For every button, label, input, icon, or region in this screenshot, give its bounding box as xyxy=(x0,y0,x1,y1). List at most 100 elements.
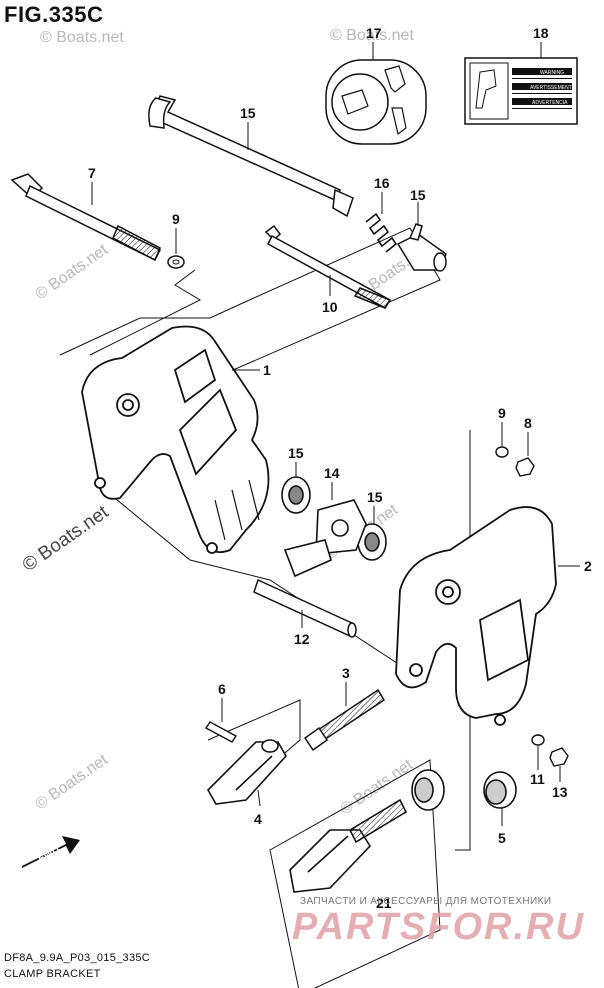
callout-15-right: 15 xyxy=(367,489,383,505)
pin-body xyxy=(204,721,238,743)
assembly-21-cap-inner xyxy=(414,777,434,803)
fwd-label: FWD xyxy=(36,844,61,864)
figure-title: FIG.335C xyxy=(4,2,104,27)
callout-3: 3 xyxy=(342,665,350,681)
assembly-21-thread xyxy=(348,798,408,844)
bracket-1-hole xyxy=(94,477,106,489)
spring-coil xyxy=(365,212,398,253)
label-20-band-2 xyxy=(512,83,572,90)
part-17-plunger xyxy=(396,223,447,272)
callout-12: 12 xyxy=(294,631,310,647)
label-20-rule xyxy=(512,108,572,109)
rod-thread xyxy=(353,287,392,309)
callout-16: 15 xyxy=(240,105,256,121)
callout-2: 2 xyxy=(584,558,592,574)
part-2-clamp-bracket-right xyxy=(395,506,557,726)
watermark-boats: © Boats.net xyxy=(40,29,124,46)
part-8-nut xyxy=(515,457,535,477)
plunger-pin xyxy=(408,223,423,241)
callout-18: 16 xyxy=(374,175,390,191)
part-9-washer-right xyxy=(495,446,509,458)
plate-hole xyxy=(331,519,349,537)
callout-15-left: 15 xyxy=(288,445,304,461)
bracket-2-rib xyxy=(479,598,529,682)
pad-4-head xyxy=(261,739,279,753)
bracket-1-bore-inner xyxy=(122,399,134,411)
label-20-line-1: WARNING xyxy=(540,70,564,76)
part-1-clamp-bracket-left xyxy=(81,325,270,554)
plate-lower xyxy=(283,539,332,578)
brand-logo: PARTSFOR.RU xyxy=(292,906,585,948)
screw-tip xyxy=(303,726,329,752)
part-13-nut xyxy=(549,747,569,767)
label-19-glyph xyxy=(341,89,369,115)
bracket-2-hole xyxy=(409,663,423,677)
washer-hole xyxy=(172,259,180,265)
callout-10: 10 xyxy=(322,299,338,315)
brand-subtitle: ЗАПЧАСТИ И АКСЕССУАРЫ ДЛЯ МОТОТЕХНИКИ xyxy=(300,896,552,907)
assembly-21-pad xyxy=(289,829,372,893)
rod-12-shaft xyxy=(253,578,355,638)
watermark-boats: © Boats.net xyxy=(33,751,112,813)
leader-4 xyxy=(257,789,261,807)
part-16-tilt-lever xyxy=(148,95,354,218)
label-20-icon xyxy=(475,69,497,109)
frame-bracket-21 xyxy=(269,759,441,988)
figure-name: CLAMP BRACKET xyxy=(4,968,101,980)
label-19-ring xyxy=(331,73,389,131)
bushing-inner xyxy=(288,485,304,505)
callout-1: 1 xyxy=(263,362,271,378)
bracket-1-hole xyxy=(206,542,218,554)
part-4-pad xyxy=(207,739,287,805)
part-20-warning-label: WARNING AVERTISSEMENT ADVERTENCIA xyxy=(464,57,578,125)
watermark-boats: © Boats.net xyxy=(330,27,414,44)
part-5-cap xyxy=(483,771,517,809)
callout-4: 4 xyxy=(254,811,262,827)
part-11-washer xyxy=(531,734,545,746)
bushing-inner xyxy=(364,532,380,552)
bracket-1-rib xyxy=(173,348,217,404)
assembly-21-slot xyxy=(307,835,349,873)
label-20-line-3: ADVERTENCIA xyxy=(532,100,568,106)
bracket-1-teeth xyxy=(214,479,260,541)
watermark-boats-large: © Boats.net xyxy=(19,501,113,576)
callout-14: 14 xyxy=(324,465,340,481)
part-3-screw xyxy=(303,688,386,752)
bracket-2-body xyxy=(395,506,557,719)
callout-8: 8 xyxy=(524,415,532,431)
bracket-2-bore-inner xyxy=(442,586,454,598)
fwd-arrow: FWD xyxy=(22,836,80,868)
part-7-long-bolt xyxy=(10,173,162,262)
label-20-rule xyxy=(512,78,572,79)
label-20-line-2: AVERTISSEMENT xyxy=(530,85,572,91)
frame-bolt-7 xyxy=(89,269,202,356)
label-20-band-3 xyxy=(512,98,572,105)
callout-17: 15 xyxy=(410,187,426,203)
part-21-assembly xyxy=(289,769,445,893)
screw-thread xyxy=(316,688,386,742)
callout-11: 11 xyxy=(530,771,545,787)
lever-tip xyxy=(332,188,354,218)
label-20-band-1 xyxy=(512,68,572,75)
callout-7: 7 xyxy=(88,165,96,181)
leader-lines xyxy=(91,42,580,826)
callout-13: 13 xyxy=(552,784,568,800)
callout-20: 18 xyxy=(533,25,549,41)
callout-19: 17 xyxy=(366,25,382,41)
part-18-spring xyxy=(365,212,398,253)
callout-6: 6 xyxy=(218,681,226,697)
part-14-plate xyxy=(283,499,367,578)
bracket-1-rib xyxy=(178,388,238,476)
fwd-arrow-shape xyxy=(22,836,80,868)
rod-12-end xyxy=(347,622,357,638)
pad-4-body xyxy=(207,741,287,805)
part-12-rod xyxy=(253,578,357,638)
bolt-thread xyxy=(112,224,161,262)
bracket-2-hole xyxy=(494,714,506,726)
plunger-end xyxy=(433,252,447,272)
part-6-pin xyxy=(204,721,238,743)
part-15-bushing-left xyxy=(281,476,311,514)
lever-handle-end xyxy=(148,97,172,129)
cap-5-inner xyxy=(485,779,507,805)
